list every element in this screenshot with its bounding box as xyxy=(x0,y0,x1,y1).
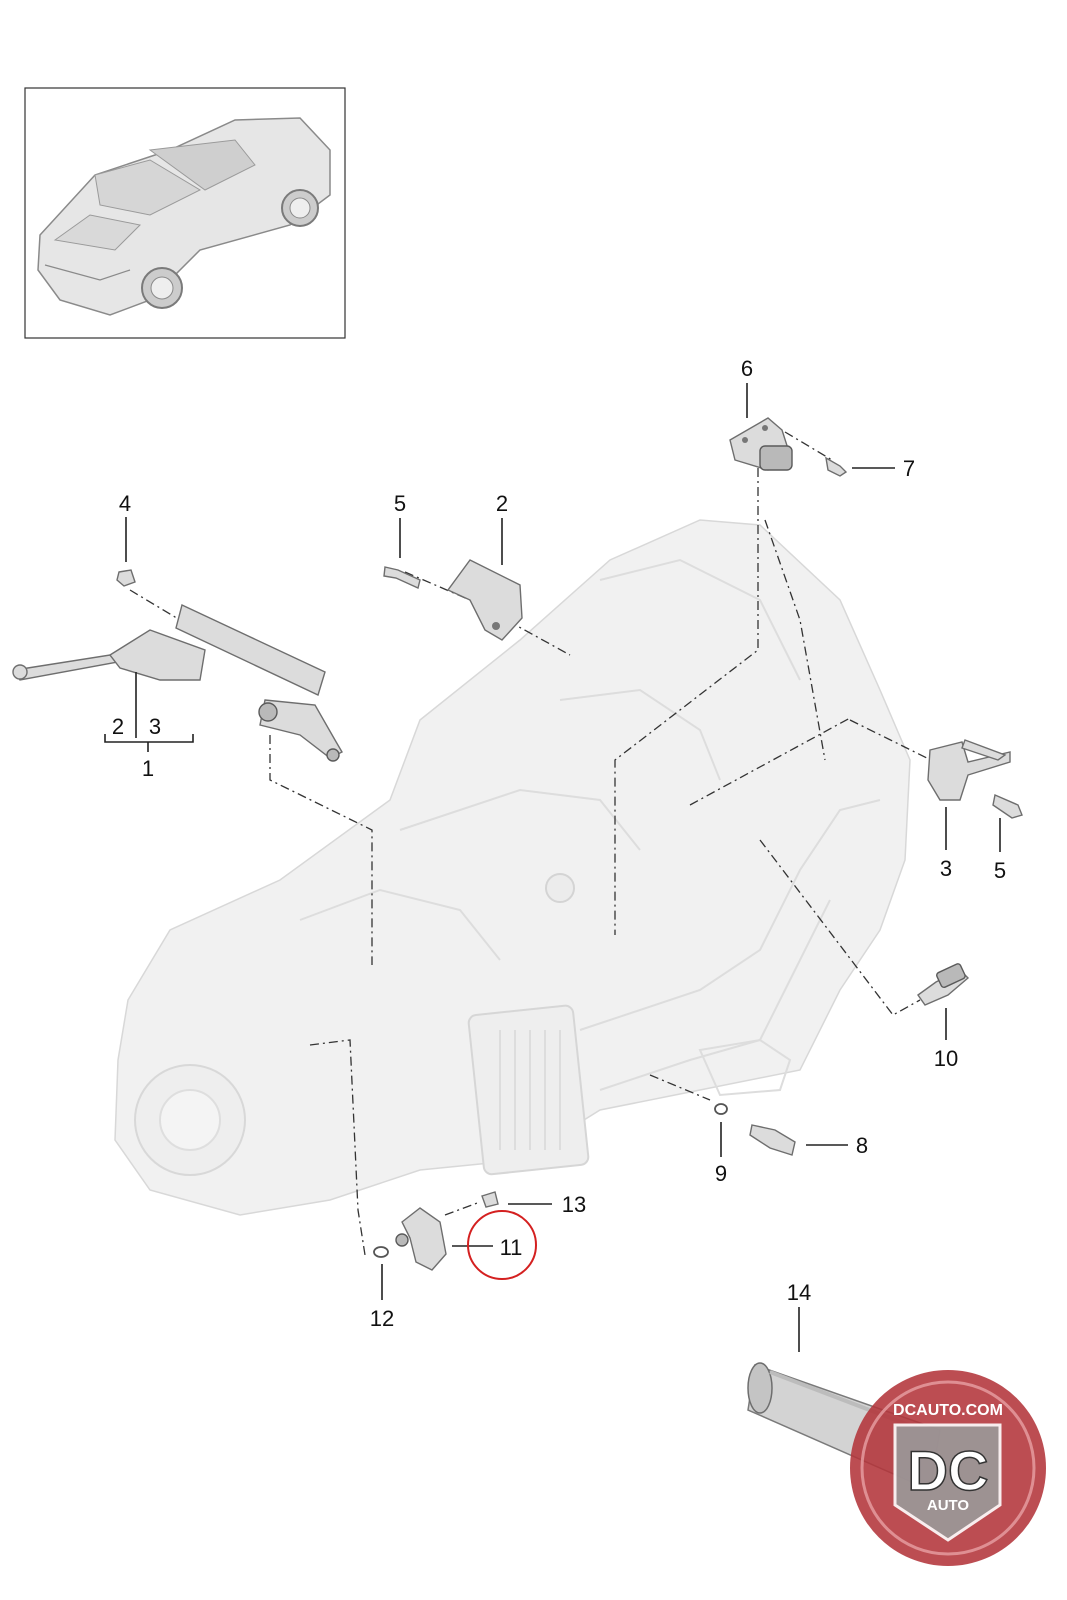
bolt-part-7 xyxy=(825,456,848,477)
callout-2-group: 2 xyxy=(112,714,124,739)
callout-labels: 6 7 4 5 2 2 3 1 3 5 10 8 9 13 11 12 14 xyxy=(112,356,1006,1331)
transmission-body xyxy=(114,519,911,1216)
seal-ring-part-9 xyxy=(714,1103,728,1115)
callout-6: 6 xyxy=(741,356,753,381)
callout-13: 13 xyxy=(562,1192,586,1217)
watermark-logo-text: DC xyxy=(908,1439,989,1502)
bolt-part-5-right xyxy=(992,794,1023,819)
vehicle-thumbnail xyxy=(24,87,346,339)
callout-11: 11 xyxy=(500,1235,523,1260)
nut-part-4 xyxy=(116,569,136,587)
callout-3-right: 3 xyxy=(940,856,952,881)
callout-2-upper: 2 xyxy=(496,491,508,516)
callout-1: 1 xyxy=(142,756,154,781)
bracket-part-3-right xyxy=(927,739,1011,801)
dcauto-watermark-logo: DCAUTO.COM DC AUTO xyxy=(850,1370,1046,1566)
switch-part-8 xyxy=(749,1124,796,1156)
seal-ring-part-12 xyxy=(373,1246,389,1258)
callout-5-right: 5 xyxy=(994,858,1006,883)
level-sensor-part-1 xyxy=(12,604,343,762)
callout-7: 7 xyxy=(903,456,915,481)
sensor-part-11 xyxy=(395,1207,447,1271)
callout-9: 9 xyxy=(715,1161,727,1186)
temperature-sensor-part-10 xyxy=(917,963,970,1006)
watermark-sub-text: AUTO xyxy=(927,1497,970,1514)
leader-lines xyxy=(104,383,1001,1352)
callout-3-group: 3 xyxy=(149,714,161,739)
assembly-lines xyxy=(129,431,936,1256)
bracket-part-2-upper xyxy=(446,559,523,641)
highlight-circle xyxy=(467,1210,537,1280)
sensor-bracket-part-6 xyxy=(729,417,793,471)
callout-5-upper: 5 xyxy=(394,491,406,516)
watermark-top-text: DCAUTO.COM xyxy=(893,1402,1003,1419)
callout-4: 4 xyxy=(119,491,131,516)
bolt-part-5-upper xyxy=(383,566,421,589)
callout-8: 8 xyxy=(856,1133,868,1158)
callout-10: 10 xyxy=(934,1046,958,1071)
callout-14: 14 xyxy=(787,1280,811,1305)
callout-12: 12 xyxy=(370,1306,394,1331)
bolt-part-13 xyxy=(481,1191,499,1208)
